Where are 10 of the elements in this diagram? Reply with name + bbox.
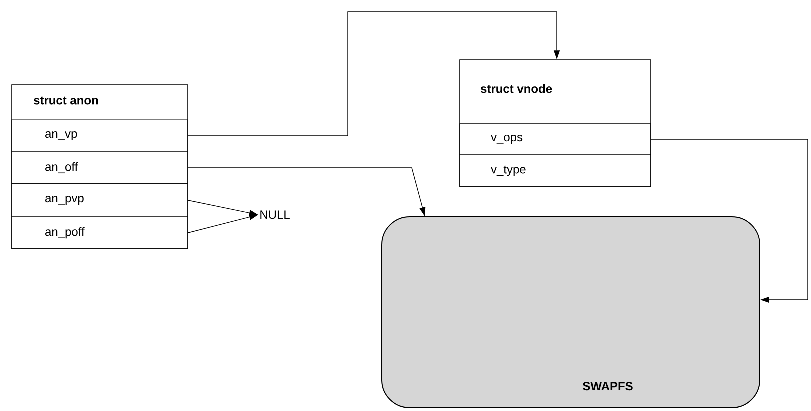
field-cell: v_type (460, 154, 652, 188)
null-label: NULL (260, 210, 290, 220)
field-cell: an_off (12, 152, 188, 184)
field-cell: an_pvp (12, 184, 188, 218)
arrow (650, 139, 808, 304)
field-cell: an_vp (12, 120, 188, 152)
field-cell: an_poff (12, 216, 188, 250)
swapfs-box: SWAPFS (382, 216, 760, 408)
arrow (188, 12, 560, 136)
field-cell: v_ops (460, 124, 652, 156)
